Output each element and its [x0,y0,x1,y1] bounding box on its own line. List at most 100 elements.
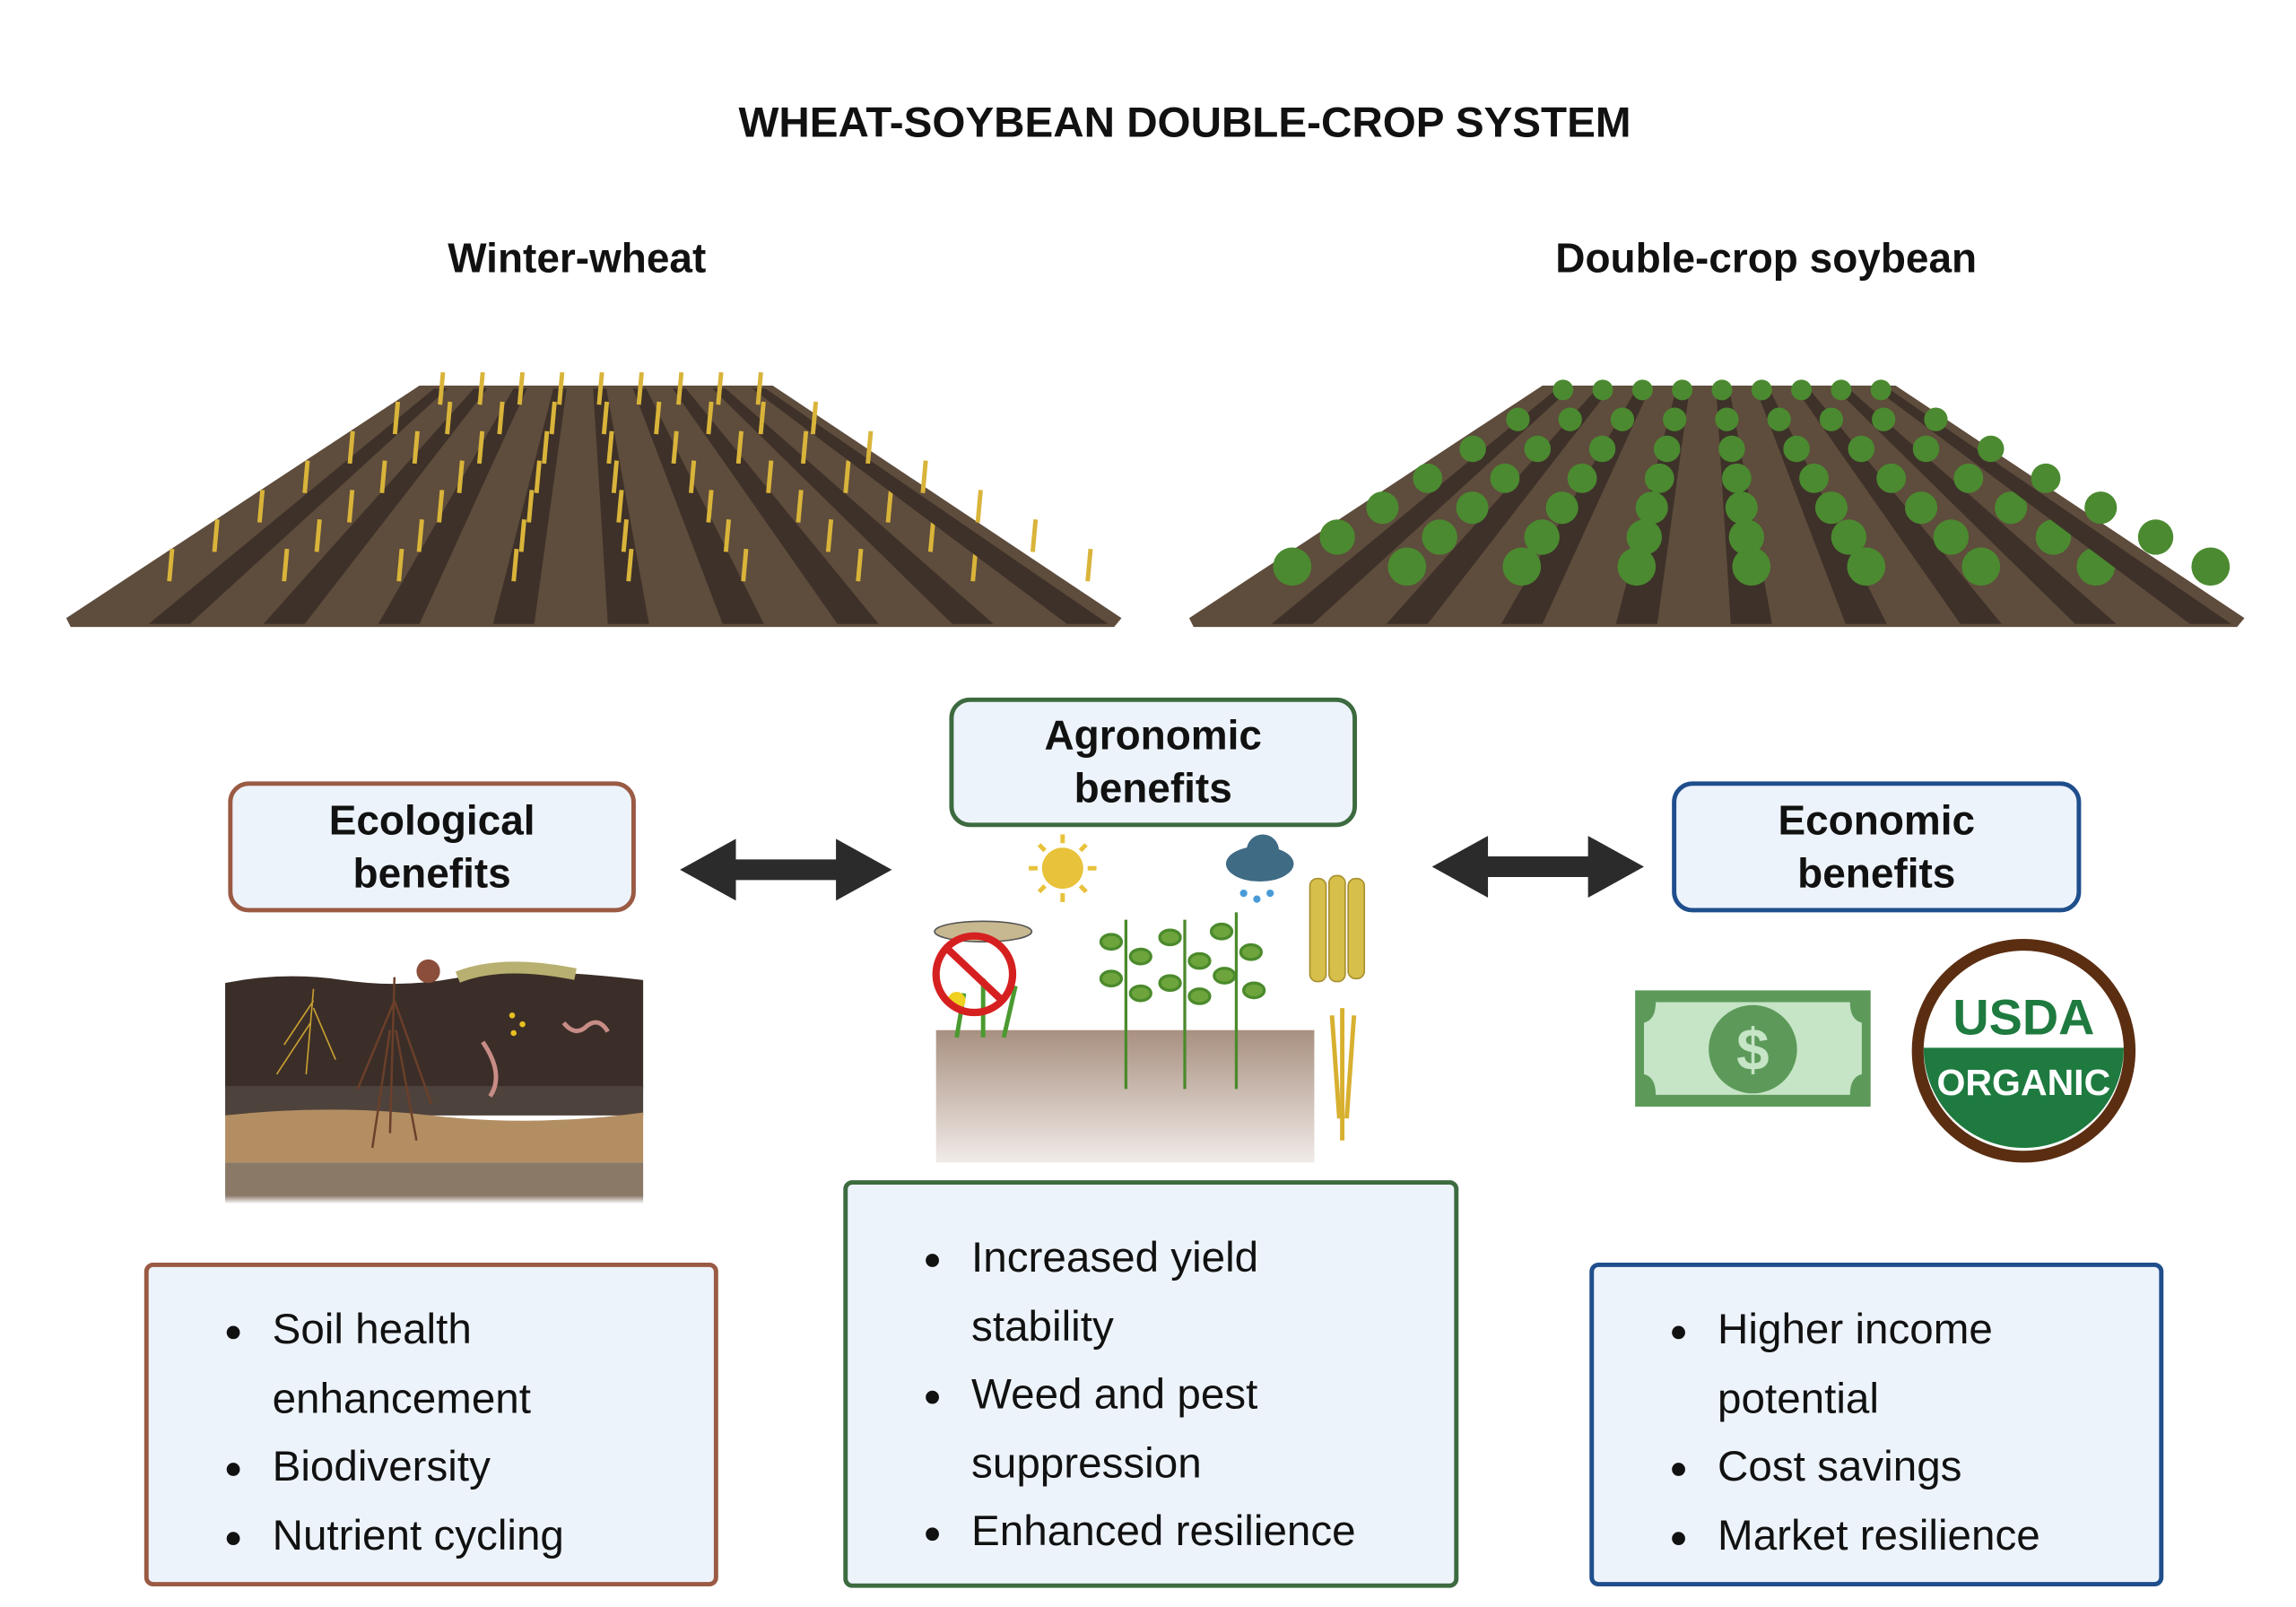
wheat-plant [706,401,714,435]
soybean-plant [1799,463,1829,493]
dollar-bill-icon: $ [1635,990,1871,1108]
wheat-plant [596,371,604,405]
wheat-plant [671,430,679,465]
wheat-plant [654,401,662,435]
list-item: Biodiversity [226,1433,714,1501]
dollar-sign: $ [1736,1017,1769,1082]
soybean-plant [1567,463,1597,493]
wheat-plant [843,460,851,493]
soil-profile-illustration [225,959,644,1204]
soybean-plant [1524,435,1552,463]
soybean-pods-icon [1309,874,1366,983]
wheat-plant [257,490,265,523]
agronomic-benefits-header: Agronomic benefits [949,697,1358,828]
soybean-plant [1506,407,1530,431]
ecological-benefits-header: Ecological benefits [228,781,636,913]
wheat-plant [621,519,629,552]
wheat-plant [856,548,864,582]
wheat-plant [526,490,535,523]
wheat-plant [476,430,485,465]
soybean-plant [1924,407,1948,431]
soybean-plant [1490,463,1520,493]
soybean-plant [1728,519,1765,555]
list-item: Higher income potential [1672,1297,2041,1434]
soybean-plant [1672,379,1693,401]
wheat-plant [716,371,724,405]
wheat-plant [755,371,763,405]
soybean-plant [1387,547,1427,586]
usda-organic-logo: USDA ORGANIC [1911,938,2136,1163]
soybean-plant [2137,519,2174,555]
wheat-plant [212,519,220,552]
wheat-plant [511,548,519,582]
wheat-plant [557,371,565,405]
soybean-plant [1961,547,2001,586]
soybean-plant [1715,407,1739,431]
wheat-plant [1030,519,1039,552]
wheat-plant [796,490,804,523]
soybean-plant [1626,519,1662,555]
wheat-plant [396,548,404,582]
economic-line2: benefits [1797,849,1956,896]
soybean-plant [1870,379,1892,401]
list-item: Weed and pest suppression [926,1361,1295,1498]
soybean-plant [1545,491,1578,525]
soybean-plant [1273,547,1312,586]
wheat-plant [616,490,624,523]
wheat-plant [611,460,620,493]
soybean-plant [1617,547,1657,586]
wheat-plant [542,430,550,465]
soybean-plant [1524,519,1560,555]
rain-cloud-icon [1225,834,1294,903]
soybean-plant [1663,407,1687,431]
soybean-plant [1610,407,1635,431]
economic-benefits-list: Higher income potential Cost savings Mar… [1589,1262,2164,1586]
wheat-plant [282,548,290,582]
wheat-plant [457,460,465,493]
economic-line1: Economic [1778,796,1976,843]
soybean-plant [1653,435,1681,463]
soybean-plant [1831,519,1867,555]
list-item: Enhanced resilience [926,1498,1454,1567]
wheat-plant [636,371,644,405]
soybean-plant [1876,463,1907,493]
soybean-plant [1366,491,1399,525]
soybean-plant [1456,491,1489,525]
soybean-plant [1791,379,1813,401]
wheat-plant [392,401,401,435]
wheat-plant [626,548,634,582]
wheat-plant [825,519,834,552]
soybean-plant [1552,379,1574,401]
wheat-plant [758,401,766,435]
soybean-plant [1912,435,1940,463]
wheat-plant [517,371,526,405]
list-item: Nutrient cycling [226,1502,714,1570]
wheat-plant [477,371,485,405]
diagram-title: WHEAT-SOYBEAN DOUBLE-CROP SYSTEM [738,100,1631,148]
soybean-plants-icon [1099,912,1266,1090]
wheat-plant [534,460,542,493]
wheat-plant [412,430,420,465]
wheat-plant [927,519,936,552]
list-item: Increased yield stability [926,1224,1309,1361]
soybean-plant [1847,547,1886,586]
soybean-plant [1872,407,1896,431]
wheat-plant [723,519,732,552]
wheat-plant [438,371,446,405]
soybean-plant [1558,407,1582,431]
list-item: Market resilience [1672,1502,2159,1570]
soybean-plant [1995,491,2028,525]
wheat-plant [865,430,874,465]
wheat-plant [975,490,983,523]
economic-benefits-header: Economic benefits [1672,781,2082,913]
no-weeds-icon [932,920,1033,1038]
wheat-plant [518,519,526,552]
soybean-plant [1459,435,1486,463]
double-arrow-icon [680,838,892,901]
soybean-plant [1767,407,1791,431]
soybean-plant [1635,491,1668,525]
wheat-plant [810,401,819,435]
soybean-plant [1751,379,1772,401]
soybean-plant [1422,519,1457,555]
wheat-plant [437,490,445,523]
